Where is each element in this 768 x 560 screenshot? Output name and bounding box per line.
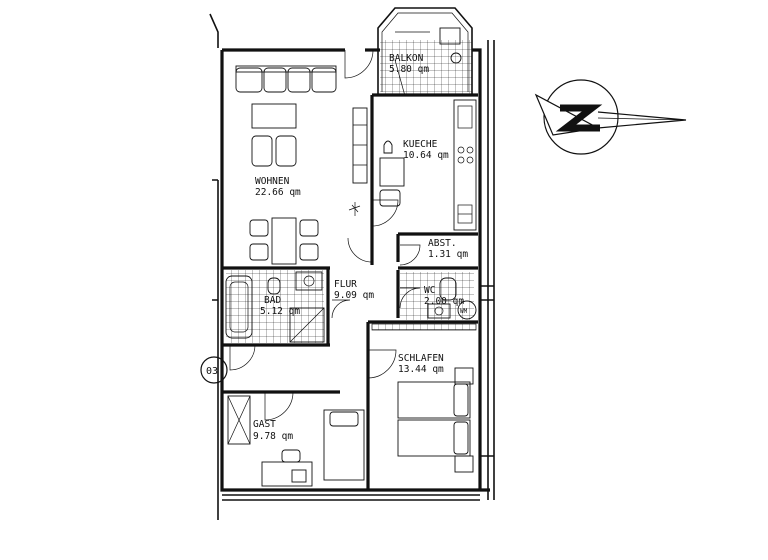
gast-name: GAST bbox=[253, 419, 276, 430]
washing-machine-label: WM bbox=[460, 308, 468, 315]
bedroom-furniture bbox=[397, 367, 474, 473]
balkon-area: 5.80 qm bbox=[389, 64, 429, 75]
wc-tiles bbox=[400, 272, 474, 320]
abst-area: 1.31 qm bbox=[428, 249, 468, 260]
bathroom-fixtures bbox=[225, 271, 325, 343]
balcony-tiles bbox=[380, 40, 472, 95]
kueche-area: 10.64 qm bbox=[403, 150, 449, 161]
balcony bbox=[377, 7, 473, 95]
kitchen-furniture bbox=[379, 99, 477, 231]
guest-furniture bbox=[227, 395, 365, 487]
balkon-name: BALKON bbox=[389, 53, 424, 64]
unit-number: 03 bbox=[206, 366, 218, 377]
flur-name: FLUR bbox=[334, 279, 357, 290]
wc-fixtures: WM bbox=[371, 277, 477, 331]
schlafen-area: 13.44 qm bbox=[398, 364, 444, 375]
abst-name: ABST. bbox=[428, 238, 457, 249]
bad-name: BAD bbox=[264, 295, 281, 306]
schlafen-name: SCHLAFEN bbox=[398, 353, 444, 364]
gast-area: 9.78 qm bbox=[253, 431, 293, 442]
north-arrow-icon bbox=[534, 79, 687, 155]
flur-area: 9.09 qm bbox=[334, 290, 374, 301]
bad-area: 5.12 qm bbox=[260, 306, 300, 317]
wohnen-area: 22.66 qm bbox=[255, 187, 301, 198]
outer-walls bbox=[209, 13, 495, 520]
kueche-name: KUECHE bbox=[403, 139, 438, 150]
wc-area: 2.00 qm bbox=[424, 296, 464, 307]
door-swings bbox=[229, 49, 421, 421]
living-room-furniture bbox=[235, 65, 368, 265]
wc-name: WC bbox=[424, 285, 435, 296]
unit-number-marker: 03 bbox=[200, 356, 228, 384]
room-labels: BALKON 5.80 qm KUECHE 10.64 qm WOHNEN 22… bbox=[253, 53, 468, 442]
wohnen-name: WOHNEN bbox=[255, 176, 290, 187]
